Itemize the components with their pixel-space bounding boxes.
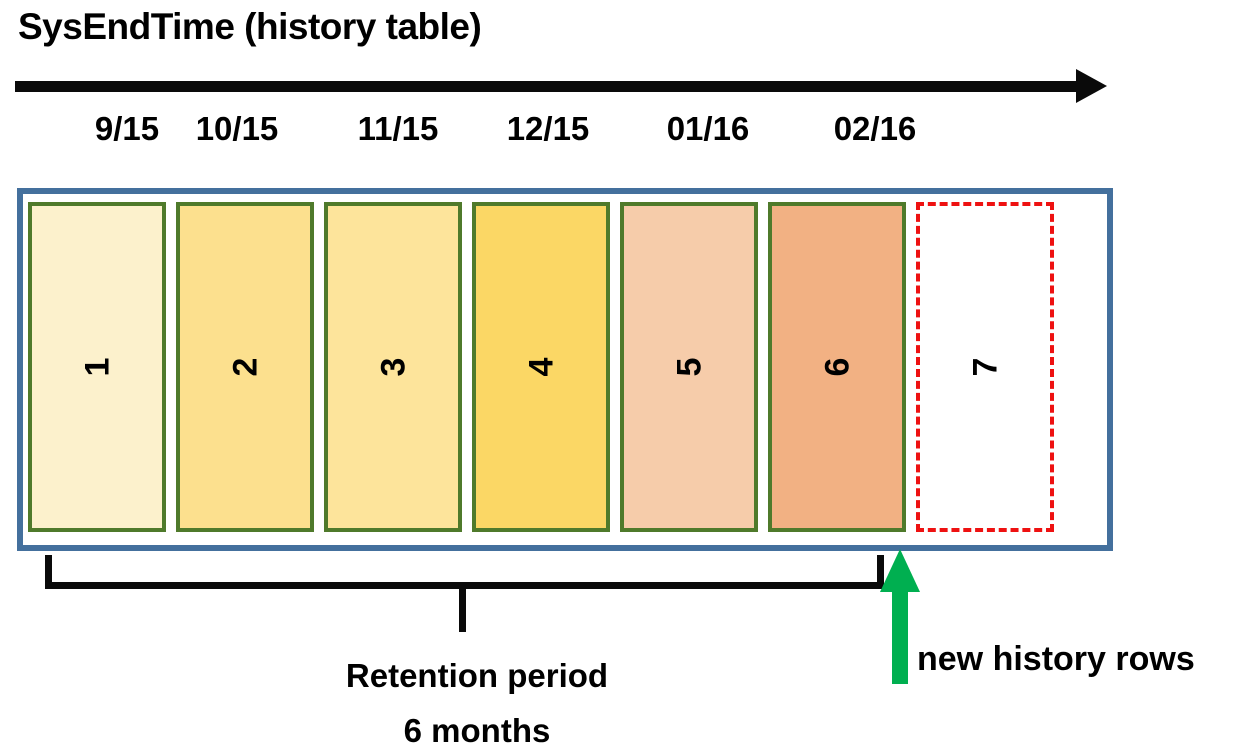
date-label-02-16: 02/16: [833, 110, 917, 147]
date-label-01-16: 01/16: [666, 110, 750, 147]
retention-bracket-mid-tick: [459, 582, 466, 632]
partition-number: 5: [669, 357, 708, 377]
partition-5: 5: [620, 202, 758, 532]
partition-number: 7: [965, 357, 1004, 377]
partition-3: 3: [324, 202, 462, 532]
partition-1: 1: [28, 202, 166, 532]
date-label-11-15: 11/15: [357, 110, 439, 147]
new-history-rows-label: new history rows: [917, 640, 1195, 678]
partition-number: 6: [817, 357, 856, 377]
partition-number: 2: [225, 357, 264, 377]
retention-period-line1: Retention period: [345, 657, 609, 694]
date-label-10-15: 10/15: [195, 110, 279, 147]
date-label-9-15: 9/15: [94, 110, 160, 147]
timeline-arrow-head-icon: [1076, 69, 1107, 103]
new-rows-arrow-shaft: [892, 588, 908, 684]
retention-period-label: Retention period 6 months: [312, 648, 642, 753]
partition-number: 1: [77, 357, 116, 377]
partition-7: 7: [916, 202, 1054, 532]
timeline-arrow-shaft: [15, 81, 1078, 92]
partition-2: 2: [176, 202, 314, 532]
retention-period-line2: 6 months: [403, 712, 551, 750]
partition-6: 6: [768, 202, 906, 532]
retention-bracket-left-tick: [45, 555, 52, 589]
partition-4: 4: [472, 202, 610, 532]
date-label-12-15: 12/15: [506, 110, 590, 147]
partition-number: 3: [373, 357, 412, 377]
new-rows-arrow-head-icon: [880, 549, 920, 592]
partition-number: 4: [521, 357, 560, 377]
page-title: SysEndTime (history table): [18, 6, 482, 47]
